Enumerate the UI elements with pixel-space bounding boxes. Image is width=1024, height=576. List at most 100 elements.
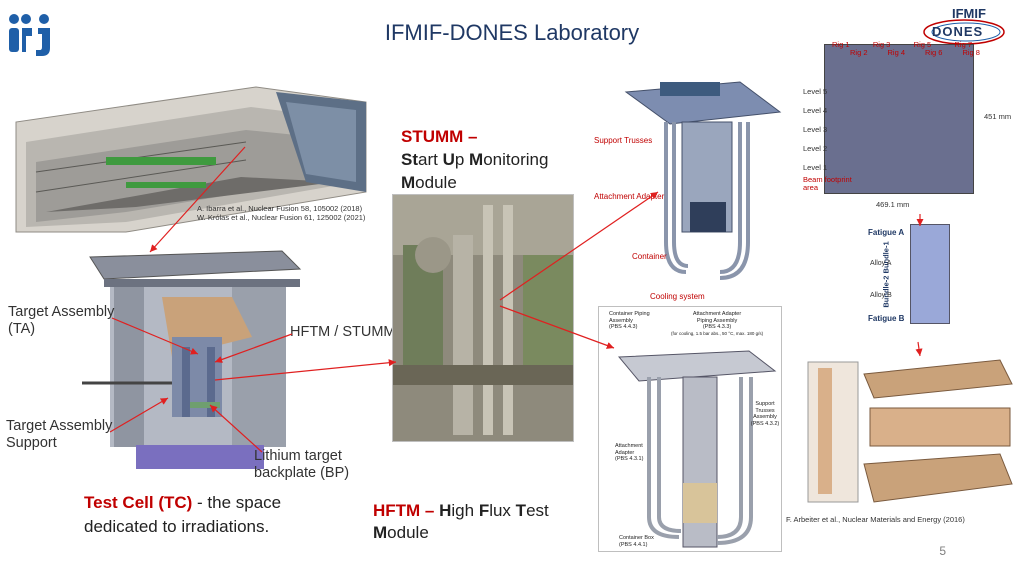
level-4: Level 4 [803, 106, 828, 115]
hftm-heading: HFTM – [373, 501, 440, 520]
test-cell-desc-line1: Test Cell (TC) - the space [84, 491, 281, 515]
level-2: Level 2 [803, 144, 828, 153]
label-target-assembly: Target Assembly (TA) [8, 304, 114, 337]
stumm-label-support-trusses: Support Trusses [594, 136, 653, 145]
rig-bottom-8: Rig 8 [962, 48, 980, 57]
stumm-l4-rest: odule [415, 172, 457, 192]
aa-line1: Attachment [615, 443, 643, 449]
sta-line3: (PBS 4.3.2) [750, 420, 780, 427]
test-cell-render [82, 247, 304, 473]
level-labels: Level 5 Level 4 Level 3 Level 2 Level 1 [803, 82, 827, 177]
sta-line1: Support Trusses [755, 401, 775, 414]
bundle-diagram: Fatigue A Fatigue B Bundle-2 Bundle-1 Al… [866, 220, 972, 342]
hftm-zoom-render [392, 194, 574, 442]
arbeiter-citation: F. Arbeiter et al., Nuclear Materials an… [786, 515, 965, 524]
stumm-l1-bold: St [401, 149, 418, 169]
rig-bottom-row: Rig 2 Rig 4 Rig 6 Rig 8 [850, 48, 980, 57]
label-target-assembly-line2: (TA) [8, 320, 36, 337]
hftm-assembly-diagram: Container Piping Assembly (PBS 4.4.3) At… [598, 306, 782, 552]
label-lithium-line1: Lithium target [254, 448, 342, 464]
hftm-label-support-trusses: Support Trusses Assembly (PBS 4.3.2) [749, 401, 781, 427]
hftm-label-attachment-adapter-piping: Attachment Adapter Piping Assembly (PBS … [671, 311, 763, 336]
alloy-a-label: Alloy A [870, 260, 892, 267]
rig-top-3: Rig 3 [872, 40, 891, 49]
stumm-label-container: Container [632, 252, 667, 261]
beam-footprint-line1: Beam footprint [803, 175, 852, 184]
aapa-line3: (PBS 4.3.3) [702, 324, 732, 331]
aa-line2: Adapter [615, 449, 635, 456]
hftm-description: HFTM – High Flux Test Module [373, 500, 549, 544]
stumm-heading: STUMM – [401, 127, 478, 146]
rig-top-7: Rig 7 [954, 40, 972, 49]
rig-bottom-2: Rig 2 [850, 48, 868, 57]
stumm-l3-rest: onitoring [483, 149, 549, 169]
stumm-line1: Start Up Monitoring [401, 149, 548, 172]
rig-grid-area [824, 44, 974, 194]
rig-top-row: Rig 1 Rig 3 Rig 5 Rig 7 [832, 40, 972, 49]
cpa-line1: Container Piping [609, 311, 650, 317]
height-dimension: 451 mm [984, 112, 1012, 121]
hftm-c-rest: est [526, 501, 549, 520]
label-target-assembly-support: Target Assembly Support [6, 418, 112, 451]
bundle-body [910, 224, 950, 324]
aapa-line4: (for cooling, 1.5 bar abs., 50 °C, max. … [671, 330, 764, 336]
stumm-l4-bold: M [401, 172, 416, 192]
label-lithium-backplate: Lithium target backplate (BP) [254, 448, 349, 481]
stumm-assembly-diagram: Support Trusses Attachment Adapter Conta… [590, 72, 796, 304]
aapa-line1: Attachment Adapter [692, 311, 742, 317]
fatigue-a-label: Fatigue A [868, 228, 905, 237]
label-lithium-line2: backplate (BP) [254, 464, 350, 481]
capsule-drawings [804, 354, 1018, 506]
hftm-label-container-piping: Container Piping Assembly (PBS 4.4.3) [609, 311, 650, 331]
citation-ibarra: A. Ibarra et al., Nuclear Fusion 58, 105… [197, 204, 363, 213]
hftm-c-bold: T [515, 501, 527, 520]
stumm-l2-rest: p [454, 149, 470, 169]
hftm-d-bold: M [373, 523, 388, 543]
hftm-b-rest: lux [489, 501, 516, 520]
beam-footprint-line2: area [803, 183, 819, 193]
stumm-l2-bold: U [442, 149, 455, 169]
bundle-vertical-label: Bundle-2 Bundle-1 [881, 241, 891, 308]
rig-top-5: Rig 5 [913, 40, 932, 49]
cb-line1: Container Box [619, 535, 654, 541]
stumm-label-attachment-adapter: Attachment Adapter [594, 192, 665, 201]
logo-ifmif-text: IFMIF [952, 6, 986, 21]
test-cell-rest1: - the space [192, 493, 282, 512]
aapa-line2: Piping Assembly [696, 317, 738, 324]
ifj-logo [9, 14, 50, 56]
alloy-b-label: Alloy B [870, 292, 892, 299]
stumm-description: STUMM – Start Up Monitoring Module [401, 126, 548, 195]
cpa-line3: (PBS 4.4.3) [609, 324, 638, 331]
level-5: Level 5 [803, 87, 828, 96]
level-1: Level 1 [803, 163, 828, 172]
stumm-label-cooling-system: Cooling system [650, 292, 705, 301]
hftm-b-bold: F [478, 501, 490, 520]
label-tas-line1: Target Assembly [6, 418, 113, 434]
hftm-label-container-box: Container Box (PBS 4.4.1) [619, 535, 654, 548]
label-target-assembly-line1: Target Assembly [8, 304, 115, 320]
level-3: Level 3 [803, 125, 828, 134]
aa-line3: (PBS 4.3.1) [615, 456, 644, 463]
label-tas-line2: Support [6, 434, 57, 451]
rig-bottom-6: Rig 6 [924, 48, 943, 57]
stumm-l1-rest: art [418, 149, 443, 169]
rig-bottom-4: Rig 4 [887, 48, 905, 57]
hftm-line2: Module [373, 522, 549, 544]
width-dimension: 469.1 mm [876, 200, 910, 209]
hftm-a-rest: igh [451, 501, 479, 520]
logo-dones-text: DONES [932, 24, 984, 39]
hftm-d-rest: odule [387, 523, 429, 543]
hftm-a-bold: H [439, 501, 452, 520]
sta-line2: Assembly [753, 414, 777, 421]
cpa-line2: Assembly [609, 317, 633, 324]
hftm-line1: HFTM – High Flux Test [373, 500, 549, 522]
page-number: 5 [939, 544, 946, 558]
stumm-l3-bold: M [469, 149, 484, 169]
slide-title: IFMIF-DONES Laboratory [384, 20, 640, 45]
rig-top-1: Rig 1 [832, 40, 850, 49]
test-cell-highlight: Test Cell (TC) [84, 493, 193, 512]
rig-grid-diagram: Rig 1 Rig 3 Rig 5 Rig 7 Rig 2 Rig 4 Rig … [800, 40, 1018, 216]
beam-footprint-label: Beam footprint area [803, 175, 852, 193]
citation-krolas: W. Królas et al., Nuclear Fusion 61, 125… [197, 213, 366, 223]
